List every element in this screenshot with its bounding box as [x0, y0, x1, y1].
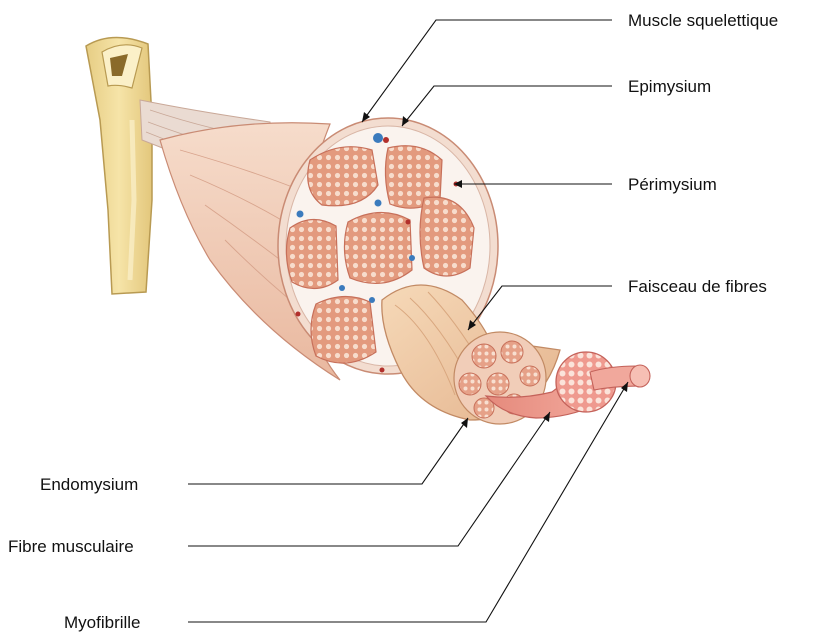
bone — [86, 37, 152, 294]
leader-epimysium — [402, 86, 612, 126]
label-fibre-musculaire: Fibre musculaire — [8, 537, 134, 556]
leader-fibre-musculaire — [188, 412, 550, 546]
leader-muscle-squelettique — [362, 20, 612, 122]
leader-myofibrille — [188, 382, 628, 622]
label-endomysium: Endomysium — [40, 475, 138, 494]
label-perimysium: Périmysium — [628, 175, 717, 194]
label-muscle-squelettique: Muscle squelettique — [628, 11, 778, 30]
label-myofibrille: Myofibrille — [64, 613, 141, 632]
leader-endomysium — [188, 418, 468, 484]
label-epimysium: Epimysium — [628, 77, 711, 96]
label-faisceau-de-fibres: Faisceau de fibres — [628, 277, 767, 296]
